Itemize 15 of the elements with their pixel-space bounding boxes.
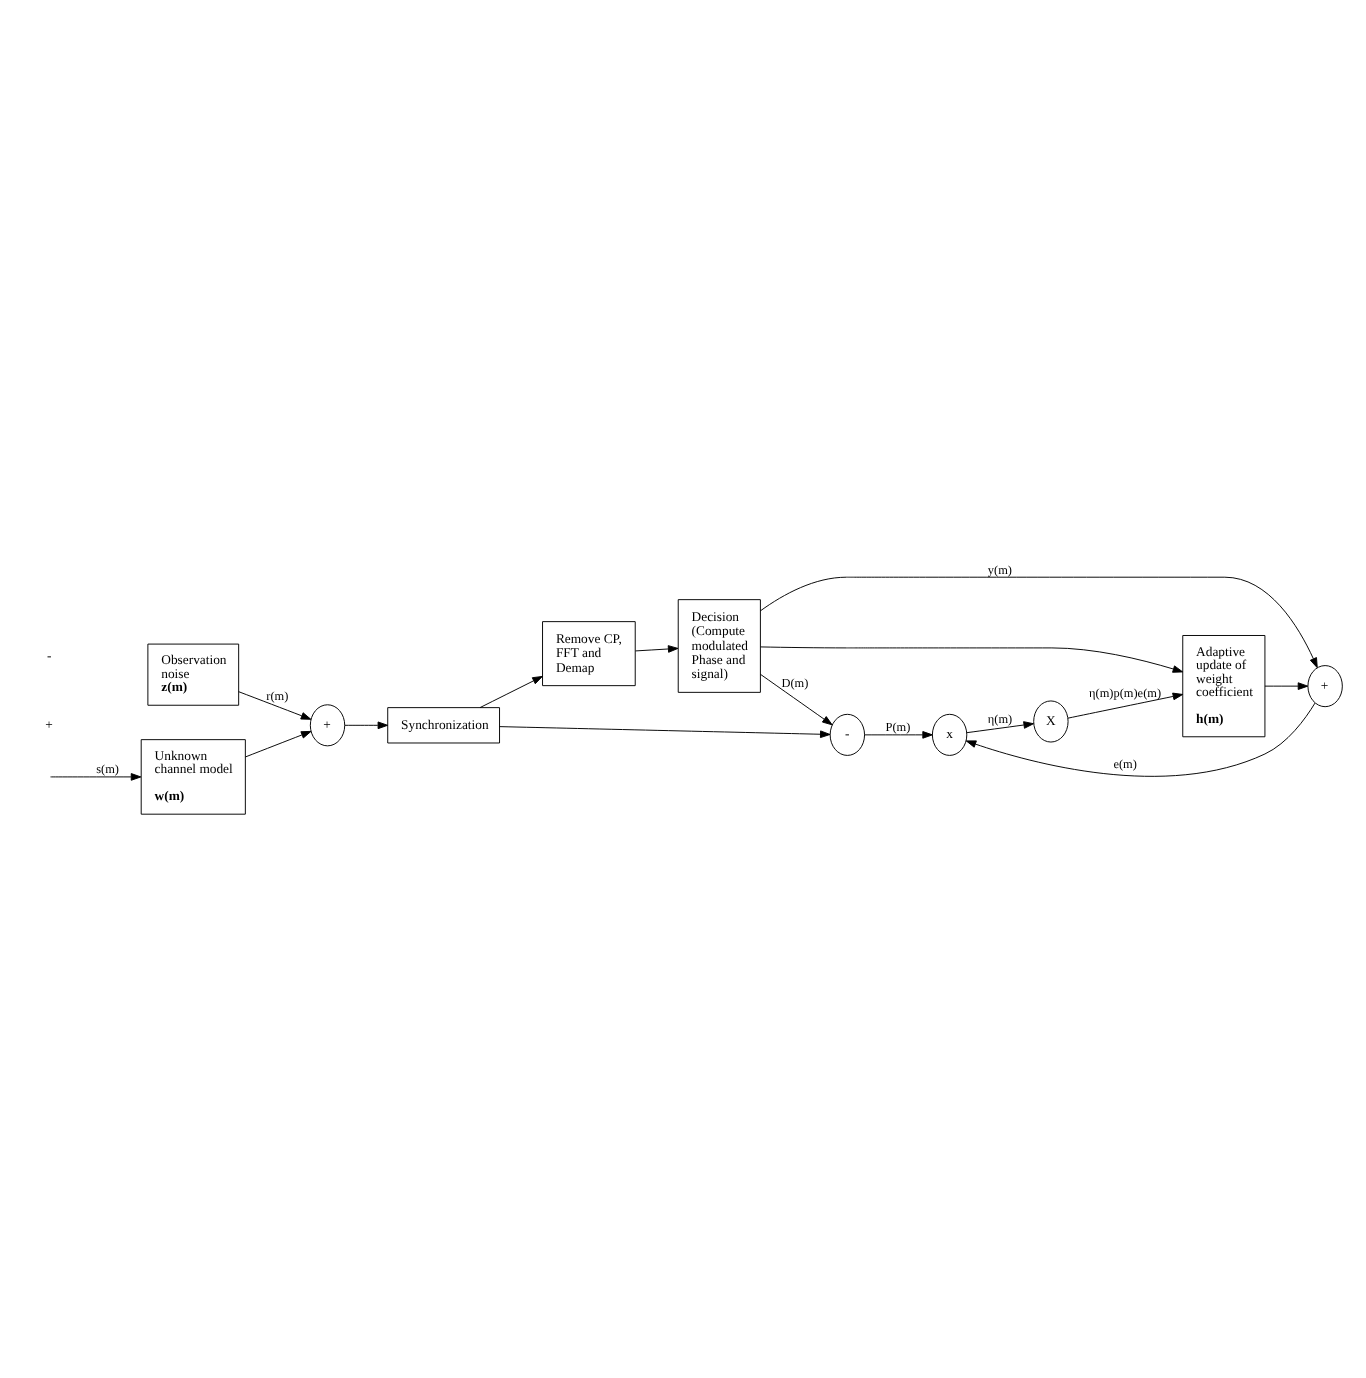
arrow xyxy=(479,675,543,709)
arrow xyxy=(760,576,1318,669)
arrow xyxy=(499,726,831,739)
arrow xyxy=(760,673,833,726)
arrow xyxy=(50,773,142,781)
arrow xyxy=(965,702,1316,777)
arrow xyxy=(760,646,1184,673)
arrow xyxy=(1067,692,1184,719)
arrow xyxy=(344,721,389,730)
arrow xyxy=(238,691,312,720)
arrow xyxy=(635,645,679,653)
arrow xyxy=(864,731,933,739)
arrow xyxy=(244,730,312,758)
arrow xyxy=(1264,682,1309,690)
arrow xyxy=(966,721,1034,734)
